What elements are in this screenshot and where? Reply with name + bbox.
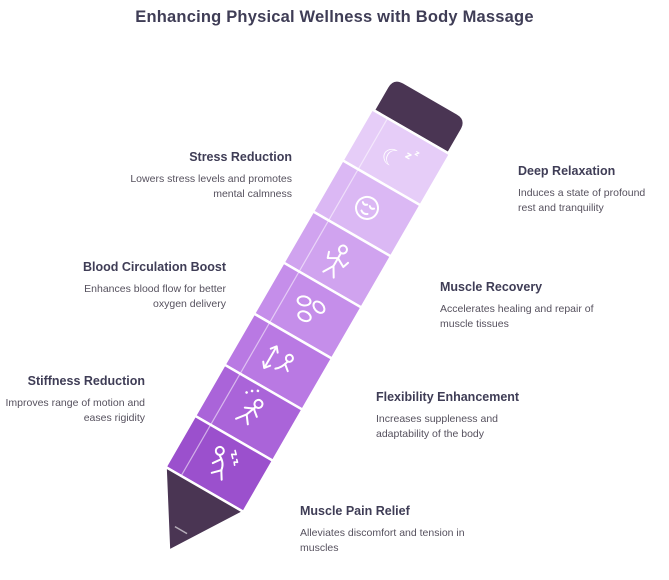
calm-face-icon xyxy=(355,195,379,220)
pain-person-icon xyxy=(210,445,239,481)
feature-description: Increases suppleness and adaptability of… xyxy=(376,412,498,440)
feature-description: Accelerates healing and repair of muscle… xyxy=(440,302,594,330)
massage-pencil-diagram: ☾ z z xyxy=(125,70,474,579)
feature-stiffness-reduction: Stiffness Reduction Improves range of mo… xyxy=(0,374,146,426)
page-title: Enhancing Physical Wellness with Body Ma… xyxy=(135,8,534,26)
feature-title: Muscle Pain Relief xyxy=(300,504,410,518)
feature-title: Blood Circulation Boost xyxy=(82,260,226,274)
feature-description: Lowers stress levels and promotes mental… xyxy=(130,172,292,200)
pencil-facet-line xyxy=(181,118,388,476)
feature-deep-relaxation: Deep Relaxation Induces a state of profo… xyxy=(518,164,663,216)
feature-description: Induces a state of profound rest and tra… xyxy=(518,186,646,214)
feature-blood-circulation-boost: Blood Circulation Boost Enhances blood f… xyxy=(76,260,226,312)
blood-cells-icon xyxy=(296,295,326,323)
feature-title: Stiffness Reduction xyxy=(27,374,145,388)
pencil-tip-highlight xyxy=(174,525,188,535)
feature-description: Enhances blood flow for better oxygen de… xyxy=(84,282,226,310)
feature-description: Improves range of motion and eases rigid… xyxy=(5,396,146,424)
feature-muscle-recovery: Muscle Recovery Accelerates healing and … xyxy=(440,280,600,332)
feature-stress-reduction: Stress Reduction Lowers stress levels an… xyxy=(122,150,292,202)
svg-text:z: z xyxy=(403,150,414,163)
pencil-tip xyxy=(164,465,245,553)
svg-text:z: z xyxy=(413,148,421,158)
stretch-arrows-icon xyxy=(262,345,294,373)
feature-flexibility-enhancement: Flexibility Enhancement Increases supple… xyxy=(376,390,531,442)
feature-title: Muscle Recovery xyxy=(440,280,543,294)
feature-muscle-pain-relief: Muscle Pain Relief Alleviates discomfort… xyxy=(300,504,485,556)
pencil-graphic: ☾ z z xyxy=(163,79,466,553)
pencil-cap xyxy=(372,79,466,155)
feature-title: Deep Relaxation xyxy=(518,164,616,178)
feature-description: Alleviates discomfort and tension in mus… xyxy=(300,526,465,554)
feature-title: Flexibility Enhancement xyxy=(376,390,520,404)
feature-title: Stress Reduction xyxy=(189,150,292,164)
walking-person-icon xyxy=(235,389,264,426)
flexing-person-icon xyxy=(322,244,350,279)
